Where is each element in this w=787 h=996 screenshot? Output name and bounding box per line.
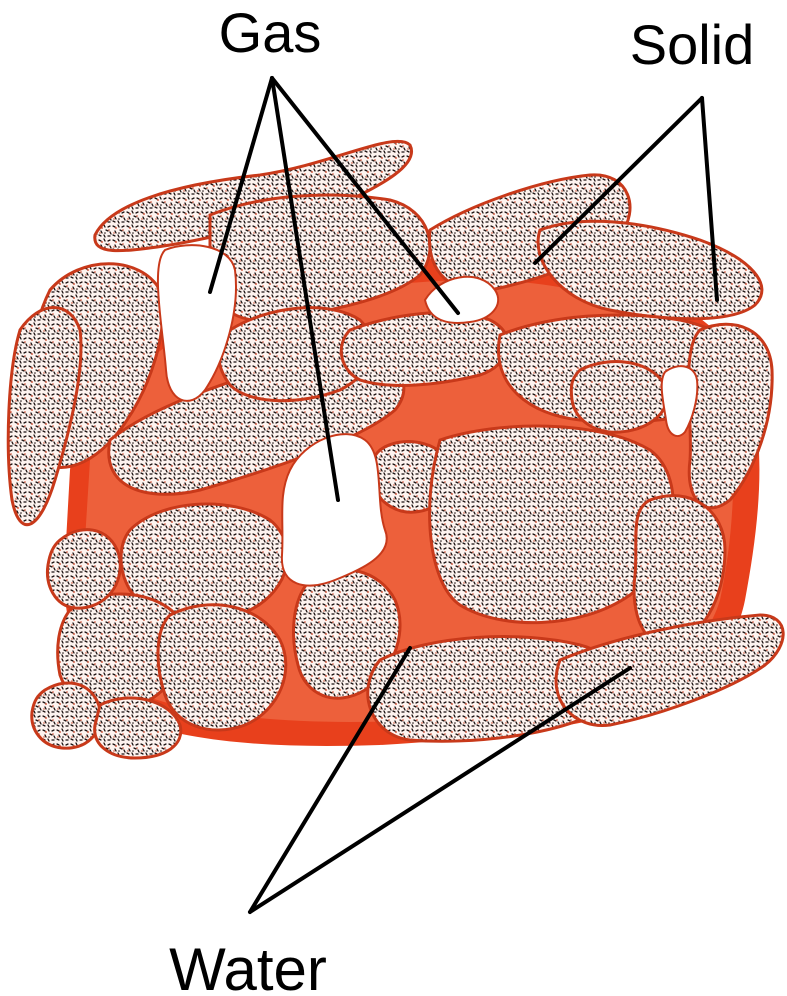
- gas-label: Gas: [219, 1, 322, 64]
- solid-particle: [158, 605, 286, 730]
- solid-particle: [689, 324, 773, 508]
- solid-particle: [341, 313, 508, 386]
- solid-particle: [571, 362, 667, 433]
- solid-particle: [32, 683, 101, 748]
- gas-pore: [282, 434, 387, 585]
- solid-particle: [47, 530, 120, 609]
- solid-label: Solid: [630, 13, 755, 76]
- water-label: Water: [169, 936, 327, 996]
